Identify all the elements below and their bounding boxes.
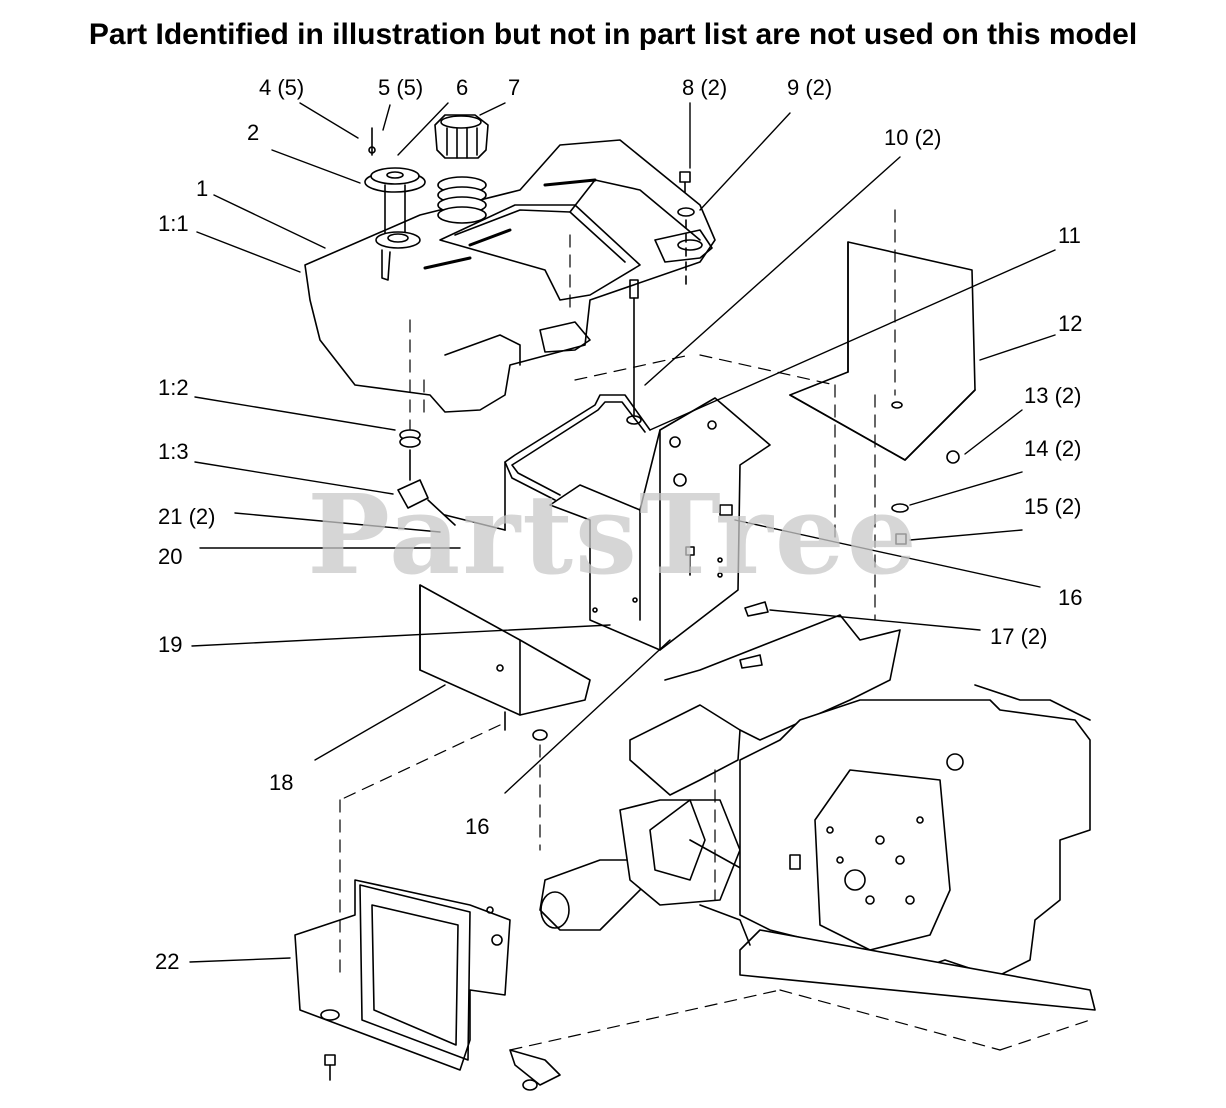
engine-frame-assembly	[539, 614, 1096, 1011]
callout-16-lower: 16	[465, 814, 490, 839]
mounting-bracket	[549, 397, 771, 651]
callout-14: 14 (2)	[1024, 436, 1082, 461]
callout-1: 1	[196, 176, 209, 201]
callout-1-2: 1:2	[158, 375, 189, 400]
callout-6: 6	[456, 75, 469, 100]
callout-13: 13 (2)	[1024, 383, 1082, 408]
callout-16-upper: 16	[1058, 585, 1083, 610]
callout-7: 7	[508, 75, 521, 100]
callout-5: 5 (5)	[378, 75, 424, 100]
callout-10: 10 (2)	[884, 125, 942, 150]
fuel-gauge-assembly	[364, 127, 426, 281]
callout-leaders	[189, 102, 1056, 963]
tank-fittings	[397, 429, 506, 531]
hardware-fasteners	[626, 279, 960, 669]
callout-1-1: 1:1	[158, 211, 189, 236]
callout-2: 2	[247, 120, 260, 145]
side-shield	[419, 584, 591, 741]
fuel-cap	[434, 114, 489, 224]
callout-18: 18	[269, 770, 294, 795]
fuel-tank	[304, 139, 716, 413]
fuel-line	[504, 394, 651, 531]
page-title: Part Identified in illustration but not …	[88, 18, 1138, 51]
tank-bolt	[677, 171, 695, 291]
callout-12: 12	[1058, 311, 1083, 336]
lower-shield	[294, 879, 561, 1091]
callout-4: 4 (5)	[259, 75, 305, 100]
heat-shield	[789, 241, 976, 461]
callout-19: 19	[158, 632, 183, 657]
callout-22: 22	[155, 949, 180, 974]
callout-1-3: 1:3	[158, 439, 189, 464]
alignment-lines	[339, 209, 1091, 1051]
callout-17: 17 (2)	[990, 624, 1048, 649]
callout-20: 20	[158, 544, 183, 569]
callout-8: 8 (2)	[682, 75, 728, 100]
callout-21: 21 (2)	[158, 504, 216, 529]
callout-9: 9 (2)	[787, 75, 833, 100]
callout-11: 11	[1058, 223, 1081, 248]
callout-15: 15 (2)	[1024, 494, 1082, 519]
